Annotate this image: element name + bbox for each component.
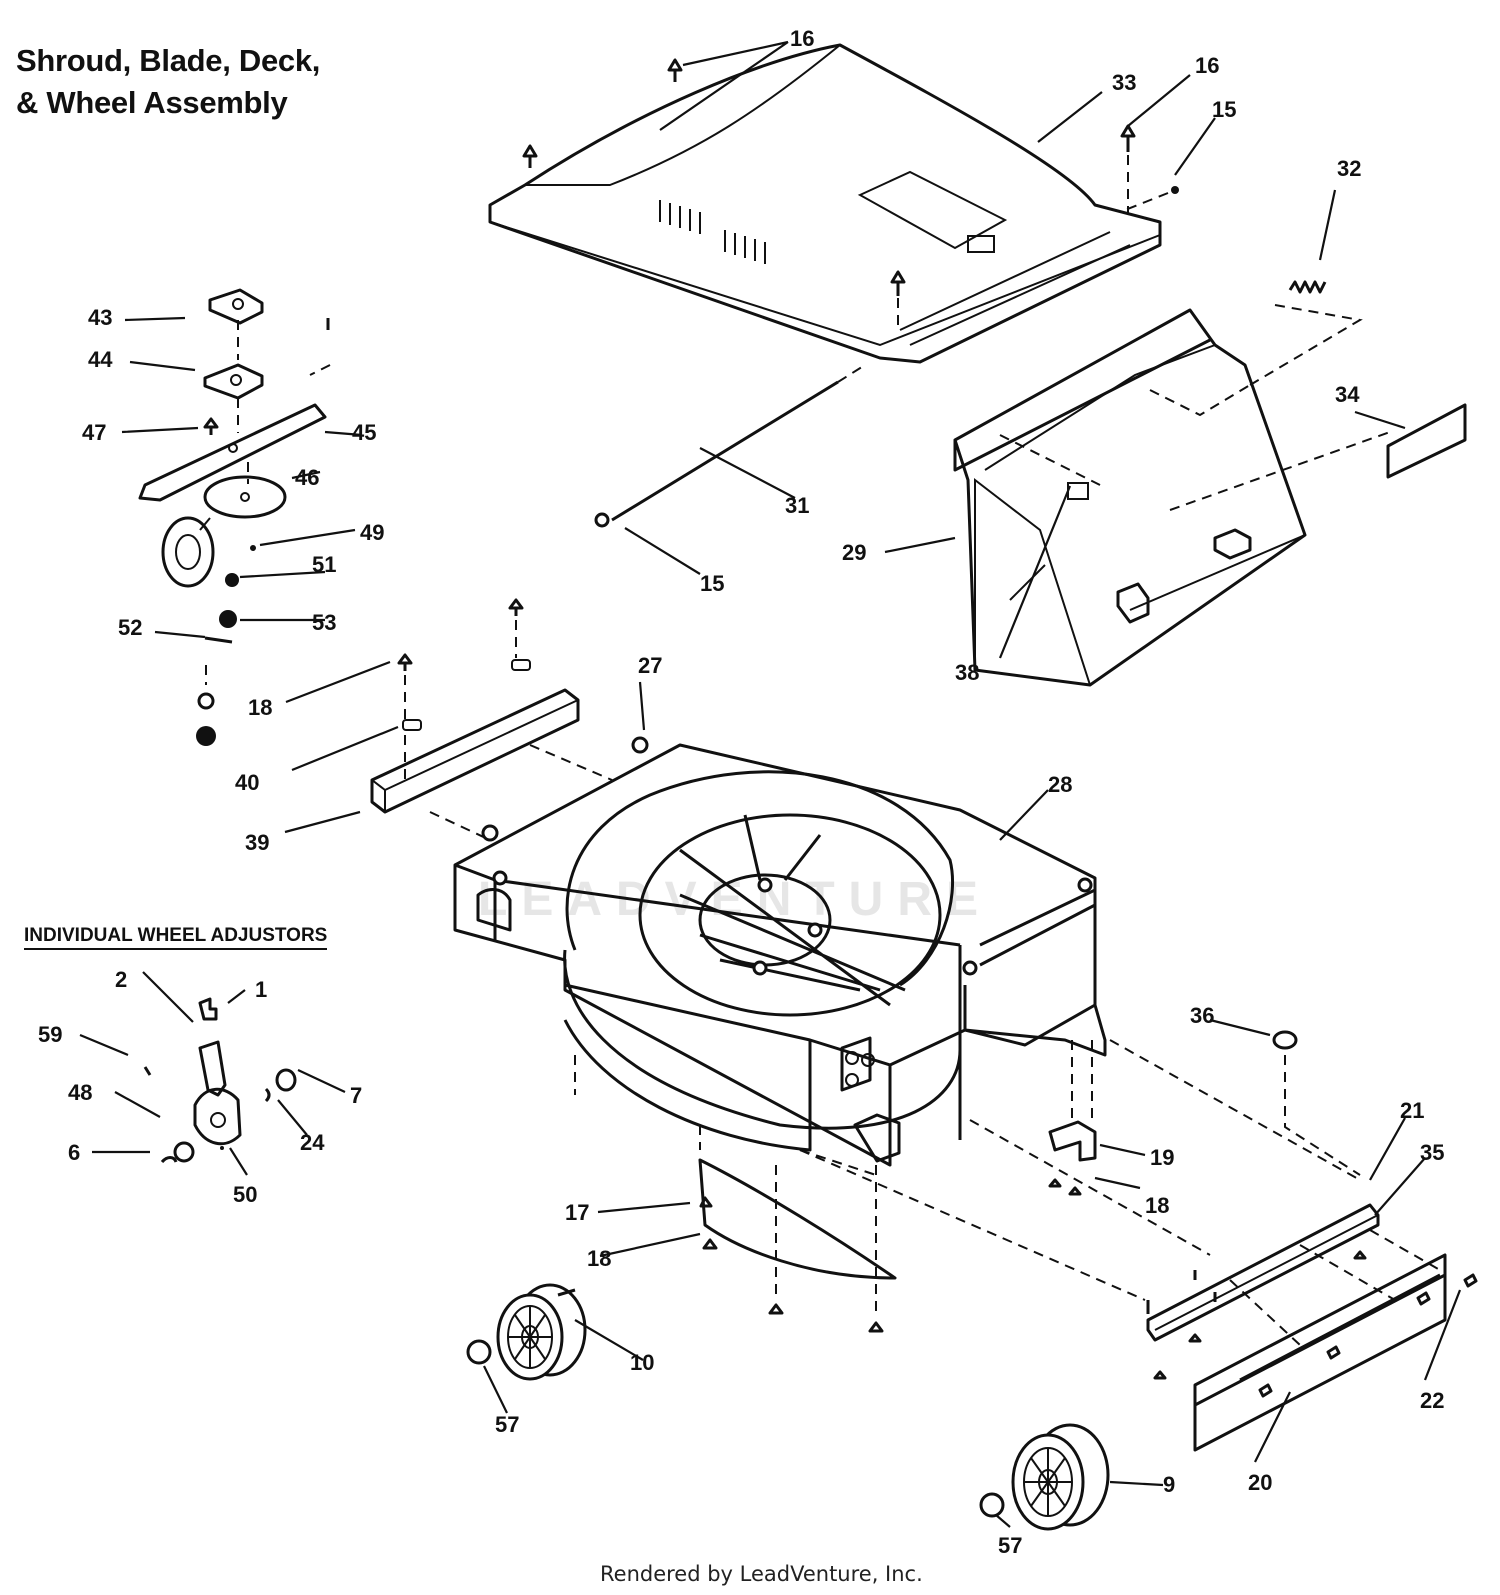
callout-label: 49: [360, 520, 384, 545]
title-line-1: Shroud, Blade, Deck,: [16, 43, 321, 78]
rear-bar-part: [370, 598, 613, 841]
callout-label: 57: [998, 1533, 1022, 1558]
callout-label: 22: [1420, 1388, 1444, 1413]
callout-label: 24: [300, 1130, 325, 1155]
leader-lines: [79, 40, 1462, 1528]
callout-label: 36: [1190, 1003, 1214, 1028]
callout-label: 6: [68, 1140, 80, 1165]
callout-label: 18: [587, 1246, 611, 1271]
screw-part: [522, 58, 1179, 328]
callout-label: 9: [1163, 1472, 1175, 1497]
callout-label: 34: [1335, 382, 1360, 407]
label-part: [1386, 403, 1467, 479]
deck-part: [453, 736, 1107, 1167]
callout-label: 32: [1337, 156, 1361, 181]
callout-label: 40: [235, 770, 259, 795]
callout-label: 52: [118, 615, 142, 640]
callout-label: 21: [1400, 1098, 1424, 1123]
callout-label: 17: [565, 1200, 589, 1225]
callout-label: 1: [255, 977, 267, 1002]
callout-label: 16: [790, 26, 814, 51]
callout-label: 28: [1048, 772, 1072, 797]
callout-label: 20: [1248, 1470, 1272, 1495]
callout-label: 45: [352, 420, 376, 445]
deflector-part: [574, 1055, 897, 1333]
callout-label: 29: [842, 540, 866, 565]
callout-label: 48: [68, 1080, 92, 1105]
wheel-adjustors-heading: INDIVIDUAL WHEEL ADJUSTORS: [24, 925, 328, 950]
title-line-2: & Wheel Assembly: [16, 85, 288, 120]
rear-hinge-part: [799, 1030, 1478, 1452]
callout-label: 19: [1150, 1145, 1174, 1170]
callout-labels: 16 33 16 15 32 34 29 38 31 15 43 44 47 4…: [38, 26, 1444, 1558]
wheel-part: [466, 1283, 1110, 1531]
footer-credit: Rendered by LeadVenture, Inc.: [600, 1562, 923, 1586]
callout-label: 16: [1195, 53, 1219, 78]
callout-label: 33: [1112, 70, 1136, 95]
callout-label: 43: [88, 305, 112, 330]
callout-label: 57: [495, 1412, 519, 1437]
callout-label: 47: [82, 420, 106, 445]
callout-label: 15: [700, 571, 724, 596]
callout-label: 27: [638, 653, 662, 678]
wheel-adjustor-part: [143, 997, 297, 1164]
callout-label: 31: [785, 493, 809, 518]
callout-label: 35: [1420, 1140, 1444, 1165]
callout-label: 38: [955, 660, 979, 685]
callout-label: 53: [312, 610, 336, 635]
spring-part: [1288, 280, 1327, 294]
page-title: Shroud, Blade, Deck, & Wheel Assembly: [16, 40, 320, 124]
callout-label: 10: [630, 1350, 654, 1375]
callout-label: 59: [38, 1022, 62, 1047]
callout-label: 18: [1145, 1193, 1169, 1218]
shroud-part: [488, 43, 1162, 364]
callout-label: 18: [248, 695, 272, 720]
rod-part: [594, 364, 866, 528]
callout-label: 15: [1212, 97, 1236, 122]
callout-label: 46: [295, 465, 319, 490]
callout-label: 50: [233, 1182, 257, 1207]
grass-bag-part: [953, 304, 1391, 687]
callout-label: 2: [115, 967, 127, 992]
callout-label: 51: [312, 552, 336, 577]
blade-assembly-part: [138, 288, 331, 746]
callout-label: 7: [350, 1083, 362, 1108]
callout-label: 44: [88, 347, 113, 372]
callout-label: 39: [245, 830, 269, 855]
